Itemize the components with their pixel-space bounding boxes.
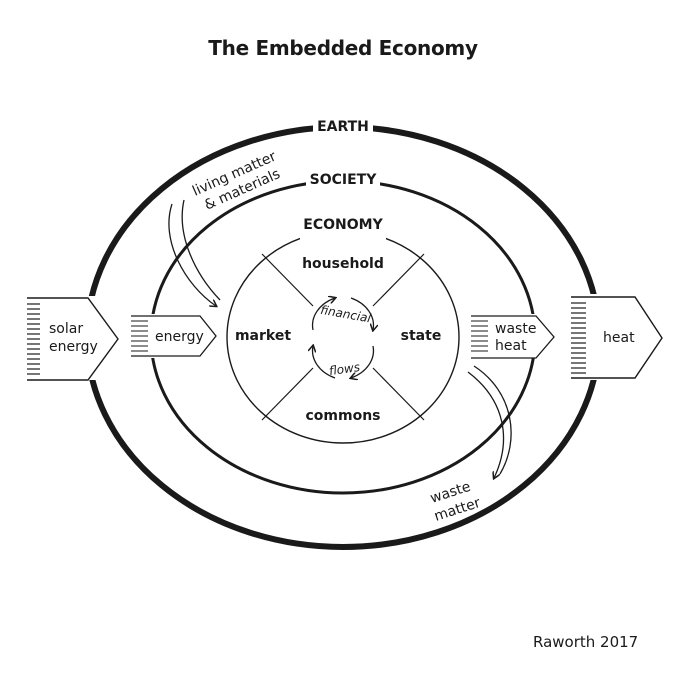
energy-label: energy <box>155 329 204 345</box>
divider-ne <box>372 253 425 307</box>
diagram-title: The Embedded Economy <box>208 36 478 60</box>
divider-nw <box>261 253 314 307</box>
energy-input: energy <box>128 314 220 358</box>
waste-heat-output: waste heat <box>468 314 558 359</box>
economy-label: ECONOMY <box>303 217 383 233</box>
solar-energy-input: solar energy <box>22 296 122 381</box>
earth-label-bg <box>313 114 373 136</box>
heat-label: heat <box>603 330 635 346</box>
divider-se <box>372 367 425 421</box>
earth-label: EARTH <box>317 119 369 135</box>
sector-household: household <box>302 256 384 272</box>
flow-arrow-top-right <box>350 297 373 330</box>
waste-heat-label-line2: heat <box>495 338 527 354</box>
source-credit: Raworth 2017 <box>533 633 639 651</box>
sector-commons: commons <box>305 408 380 424</box>
divider-sw <box>261 367 314 421</box>
flow-arrow-bottom-right <box>351 345 375 378</box>
sector-state: state <box>401 328 442 344</box>
economy-label-bg <box>300 220 386 240</box>
society-label: SOCIETY <box>310 172 378 188</box>
heat-output: heat <box>566 294 666 380</box>
waste-heat-label-line1: waste <box>495 321 536 337</box>
solar-energy-label-line2: energy <box>49 339 98 355</box>
waste-matter-output: waste matter <box>428 365 512 525</box>
flow-arrow-top-left <box>311 298 335 331</box>
flow-arrow-bottom-left <box>313 346 336 379</box>
flow-label-flows: flows <box>328 360 361 378</box>
solar-energy-label-line1: solar <box>49 321 83 337</box>
society-label-bg <box>306 168 380 188</box>
sector-market: market <box>235 328 291 344</box>
